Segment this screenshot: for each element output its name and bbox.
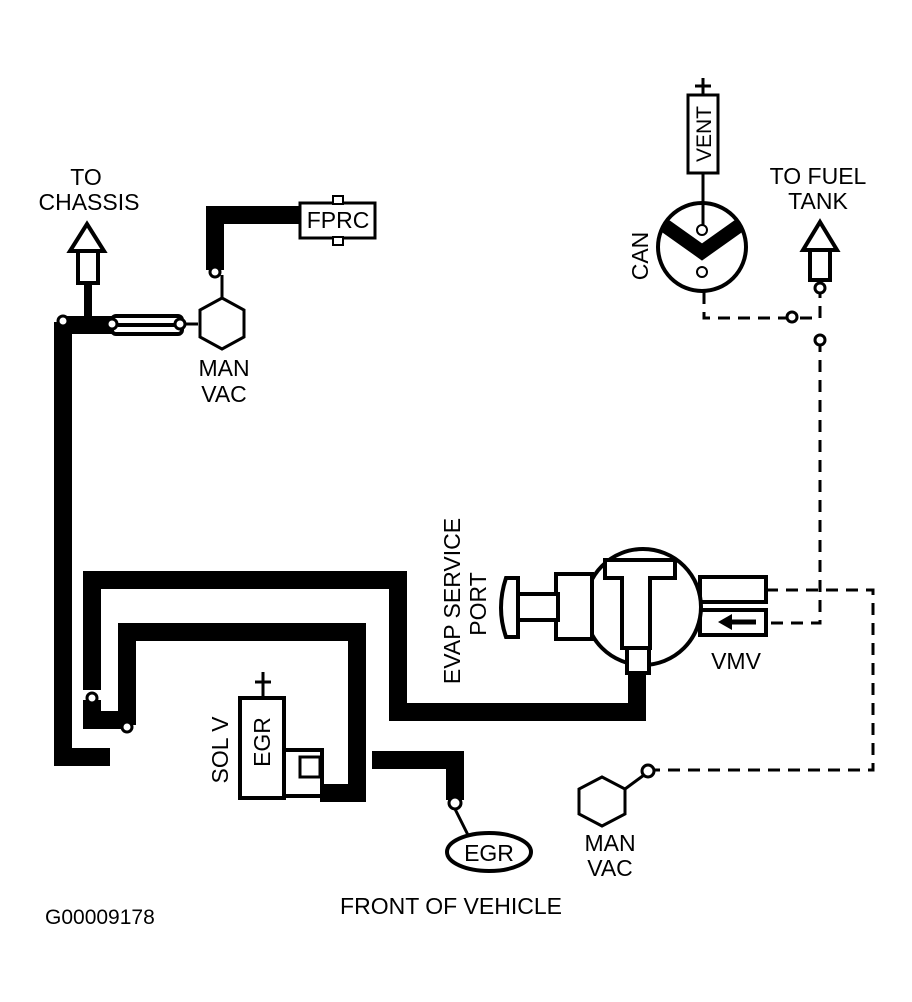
tee-hose	[83, 700, 125, 729]
fprc-label: FPRC	[307, 207, 370, 233]
vmv-assembly	[499, 547, 768, 675]
man-vac-top-hexagon	[198, 296, 246, 351]
tee-down-dashed	[766, 340, 822, 625]
figure-id-label: G00009178	[45, 906, 155, 929]
man-vac-bottom-hexagon	[577, 773, 645, 828]
man-vac-bottom-label-1: MAN	[584, 830, 635, 856]
fprc-component	[298, 195, 377, 246]
egr-solenoid-label: EGR	[249, 717, 275, 767]
sol-v-label: SOL V	[207, 716, 233, 784]
evap-service-label-1: EVAP SERVICE	[439, 518, 465, 684]
fprc-hose	[206, 206, 305, 270]
egr-solenoid-hose	[118, 623, 366, 802]
fprc-port	[208, 265, 222, 279]
egr-valve-port	[447, 795, 463, 811]
left-main-hose	[54, 322, 110, 766]
egr-valve-label: EGR	[464, 840, 514, 866]
can-tee-port	[785, 310, 799, 324]
to-chassis-label-2: CHASSIS	[39, 189, 140, 215]
tee-port-1	[85, 691, 99, 705]
filter-port-left	[105, 317, 119, 331]
can-label: CAN	[627, 232, 653, 281]
to-chassis-fitting	[66, 220, 108, 320]
vent-component	[686, 78, 720, 226]
can-to-tee-dashed	[702, 292, 792, 320]
egr-valve-hose	[372, 751, 464, 800]
egr-valve	[445, 831, 533, 873]
to-fuel-tank-fitting	[799, 218, 841, 282]
fuel-tank-port	[813, 281, 827, 295]
to-chassis-label-1: TO	[70, 164, 102, 190]
man-vac-top-label-1: MAN	[198, 355, 249, 381]
front-of-vehicle-label: FRONT OF VEHICLE	[340, 893, 562, 919]
vent-label: VENT	[693, 106, 716, 162]
left-port	[56, 314, 70, 328]
vmv-hose	[83, 571, 646, 721]
evap-service-label-2: PORT	[465, 572, 491, 635]
filter-port-right	[173, 317, 187, 331]
vmv-label: VMV	[711, 648, 762, 674]
tee-lower-port	[813, 333, 827, 347]
inline-filter	[110, 314, 184, 336]
man-vac-bottom-label-2: VAC	[587, 855, 633, 881]
tee-to-fueltank-dashed	[800, 290, 822, 320]
egr-solenoid	[238, 672, 324, 800]
man-vac-bottom-port	[640, 763, 656, 779]
to-fuel-tank-label-1: TO FUEL	[770, 163, 867, 189]
man-vac-top-label-2: VAC	[201, 381, 247, 407]
to-fuel-tank-label-2: TANK	[788, 188, 848, 214]
tee-port-2	[120, 720, 134, 734]
